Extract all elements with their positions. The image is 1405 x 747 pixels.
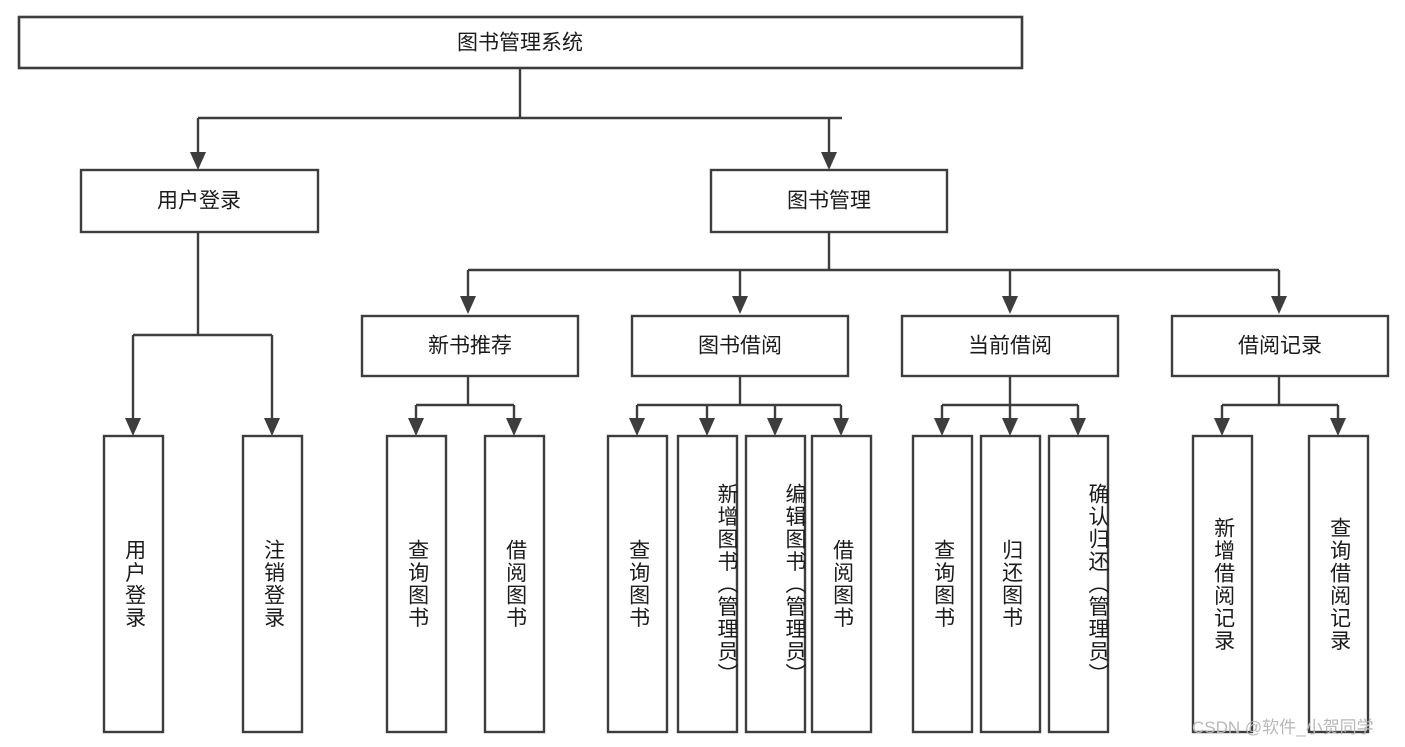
leaf-box-edit-book[interactable] — [744, 434, 807, 734]
leaf-box-borrow-books-2[interactable] — [810, 434, 873, 734]
node-root-label: 图书管理系统 — [457, 32, 583, 55]
node-new-book-recommend-label: 新书推荐 — [428, 335, 512, 358]
node-root[interactable]: 图书管理系统 — [17, 15, 1024, 70]
connector-root-to-level2 — [190, 68, 842, 170]
connector-book-borrow-to-leaves — [629, 377, 849, 436]
node-current-borrow[interactable]: 当前借阅 — [900, 314, 1120, 378]
leaf-box-add-borrow-record[interactable] — [1191, 434, 1254, 734]
leaf-boxes — [102, 434, 1370, 734]
node-book-management-label: 图书管理 — [787, 190, 871, 213]
node-borrow-records-label: 借阅记录 — [1238, 335, 1322, 358]
leaf-box-query-books-3[interactable] — [911, 434, 974, 734]
leaf-box-add-book[interactable] — [676, 434, 739, 734]
node-user-login-label: 用户登录 — [157, 190, 241, 213]
node-current-borrow-label: 当前借阅 — [968, 335, 1052, 358]
node-book-borrow-label: 图书借阅 — [698, 335, 782, 358]
node-borrow-records[interactable]: 借阅记录 — [1170, 314, 1390, 378]
leaf-box-borrow-books-1[interactable] — [483, 434, 546, 734]
csdn-watermark: CSDN @软件_小贺同学 — [1192, 718, 1374, 737]
node-new-book-recommend[interactable]: 新书推荐 — [360, 314, 580, 378]
leaf-box-query-borrow-record[interactable] — [1307, 434, 1370, 734]
leaf-box-query-books-1[interactable] — [385, 434, 448, 734]
leaf-box-user-login[interactable] — [102, 434, 165, 734]
leaf-box-return-book[interactable] — [979, 434, 1042, 734]
leaf-box-logout[interactable] — [241, 434, 304, 734]
leaf-box-query-books-2[interactable] — [606, 434, 669, 734]
node-book-management[interactable]: 图书管理 — [709, 168, 949, 234]
connector-book-mgmt-to-level3 — [460, 232, 1287, 314]
connector-user-login-to-leaves — [125, 232, 280, 436]
node-book-borrow[interactable]: 图书借阅 — [630, 314, 850, 378]
leaf-box-confirm-return[interactable] — [1047, 434, 1110, 734]
node-user-login[interactable]: 用户登录 — [79, 168, 320, 234]
connector-new-books-to-leaves — [408, 377, 522, 436]
connector-current-borrow-to-leaves — [934, 377, 1086, 436]
connector-borrow-records-to-leaves — [1214, 377, 1346, 436]
